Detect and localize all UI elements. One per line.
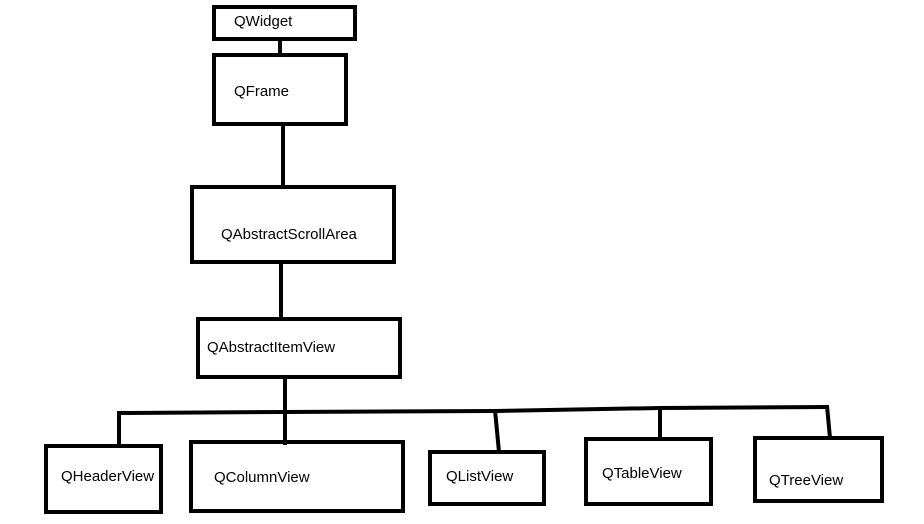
node-label-qabstractitemview: QAbstractItemView [207,339,336,356]
edge-qabstractitemview-qtreeview [825,405,832,439]
node-qtreeview [753,436,884,503]
edge-horizontal-bus [116,405,830,415]
node-qtableview [584,437,713,506]
node-label-qwidget: QWidget [234,13,293,30]
node-qabstractscrollarea [190,185,396,264]
node-qlistview [428,450,546,506]
node-qheaderview [44,444,163,514]
node-qwidget [212,5,357,41]
node-label-qtableview: QTableView [602,465,682,482]
node-qframe [212,53,348,126]
node-qabstractitemview [196,317,402,379]
node-label-qlistview: QListView [446,468,514,485]
node-label-qframe: QFrame [234,83,290,100]
edge-qabstractitemview-qlistview [493,409,501,453]
node-qcolumnview [189,440,405,513]
node-label-qabstractscrollarea: QAbstractScrollArea [221,226,357,243]
node-label-qheaderview: QHeaderView [61,468,155,485]
node-label-qtreeview: QTreeView [769,472,844,489]
node-label-qcolumnview: QColumnView [214,469,310,486]
